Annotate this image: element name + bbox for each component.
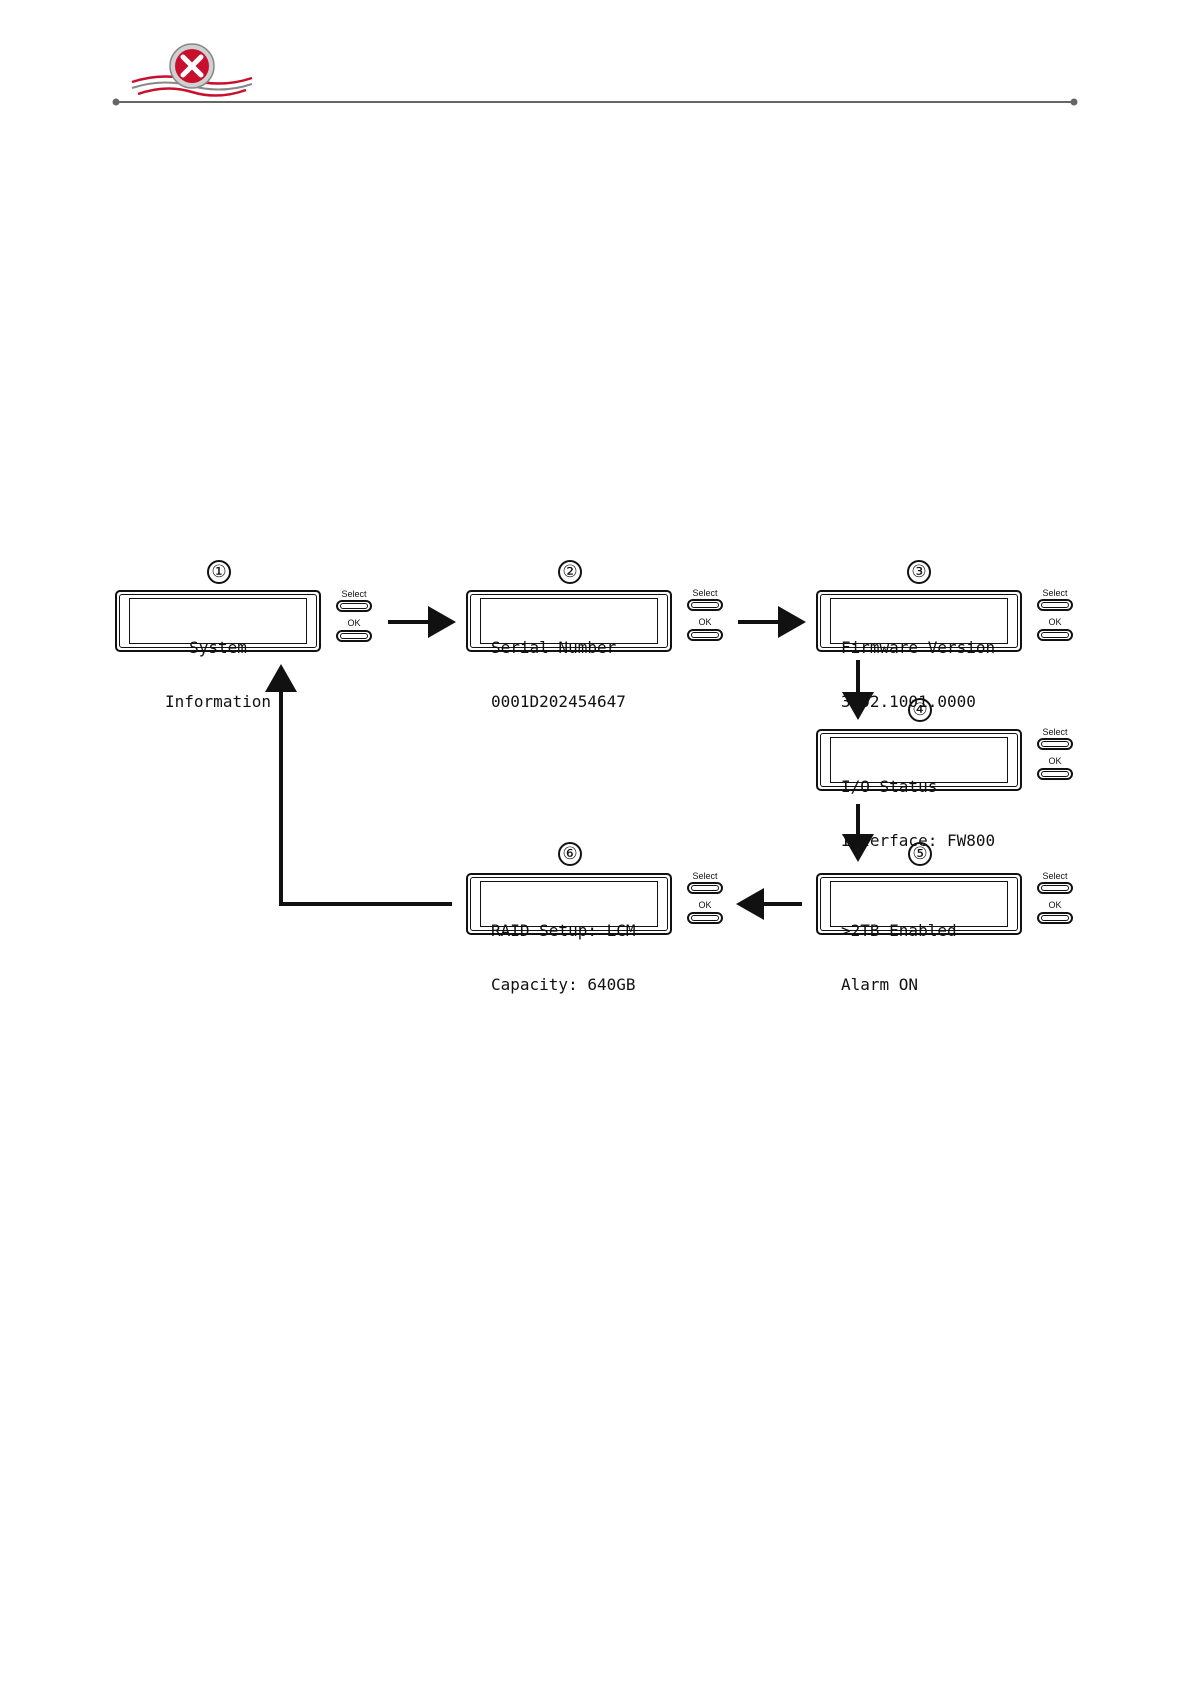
select-button[interactable] [687, 882, 723, 894]
lcd-buttons-1: Select OK [332, 589, 376, 645]
lcd-line-1: >2TB Enabled [841, 921, 957, 940]
select-label: Select [1042, 727, 1068, 737]
arrow-6-to-1 [265, 664, 452, 906]
lcd-line-2: 3.02.1001.0000 [841, 692, 976, 711]
ok-label: OK [347, 618, 361, 628]
lcd-screen: System Information [129, 598, 307, 711]
select-label: Select [692, 588, 718, 598]
lcd-line-1: Firmware Version [841, 638, 996, 657]
select-button[interactable] [1037, 882, 1073, 894]
select-label: Select [692, 871, 718, 881]
step-number-2: ② [558, 560, 582, 584]
lcd-line-2: 0001D202454647 [491, 692, 626, 711]
lcd-screen: >2TB Enabled Alarm ON [830, 881, 1008, 994]
select-button[interactable] [1037, 738, 1073, 750]
lcd-line-1: I/O Status [841, 777, 938, 796]
ok-button[interactable] [336, 630, 372, 642]
lcd-line-1: System [189, 638, 247, 657]
ok-label: OK [698, 617, 712, 627]
ok-label: OK [698, 900, 712, 910]
ok-button[interactable] [1037, 768, 1073, 780]
ok-button[interactable] [687, 629, 723, 641]
flow-arrows [265, 606, 874, 920]
lcd-screen: Serial Number 0001D202454647 [480, 598, 658, 711]
step-number-6: ⑥ [558, 842, 582, 866]
brand-logo-icon [131, 43, 253, 97]
select-button[interactable] [687, 599, 723, 611]
lcd-display-system-information: System Information [115, 590, 321, 711]
lcd-line-2: Capacity: 640GB [491, 975, 636, 994]
select-button[interactable] [336, 600, 372, 612]
lcd-screen: I/O Status Interface: FW800 [830, 737, 1008, 850]
lcd-screen: RAID Setup: LCM Capacity: 640GB [480, 881, 658, 994]
ok-button[interactable] [687, 912, 723, 924]
lcd-buttons-2: Select OK [683, 588, 727, 644]
lcd-buttons-6: Select OK [683, 871, 727, 927]
lcd-line-2: Information [165, 692, 271, 711]
lcd-display-serial-number: Serial Number 0001D202454647 [466, 590, 672, 711]
step-number-1: ① [207, 560, 231, 584]
lcd-display-firmware-version: Firmware Version 3.02.1001.0000 [816, 590, 1022, 711]
lcd-line-1: Serial Number [491, 638, 617, 657]
lcd-line-1: RAID Setup: LCM [491, 921, 636, 940]
step-number-4: ④ [908, 698, 932, 722]
ok-button[interactable] [1037, 912, 1073, 924]
lcd-line-2: Alarm ON [841, 975, 919, 994]
lcd-buttons-3: Select OK [1033, 588, 1077, 644]
select-label: Select [1042, 871, 1068, 881]
select-button[interactable] [1037, 599, 1073, 611]
lcd-display-raid-setup: RAID Setup: LCM Capacity: 640GB [466, 873, 672, 994]
step-number-3: ③ [907, 560, 931, 584]
header-divider [112, 98, 1078, 106]
lcd-buttons-4: Select OK [1033, 727, 1077, 783]
ok-label: OK [1048, 617, 1062, 627]
ok-label: OK [1048, 900, 1062, 910]
lcd-screen: Firmware Version 3.02.1001.0000 [830, 598, 1008, 711]
lcd-menu-flow-diagram: ① System Information Select OK ② Serial … [0, 540, 1192, 994]
step-number-5: ⑤ [908, 842, 932, 866]
lcd-display-io-status: I/O Status Interface: FW800 [816, 729, 1022, 850]
select-label: Select [341, 589, 367, 599]
ok-label: OK [1048, 756, 1062, 766]
select-label: Select [1042, 588, 1068, 598]
lcd-display-2tb-alarm: >2TB Enabled Alarm ON [816, 873, 1022, 994]
ok-button[interactable] [1037, 629, 1073, 641]
lcd-buttons-5: Select OK [1033, 871, 1077, 927]
